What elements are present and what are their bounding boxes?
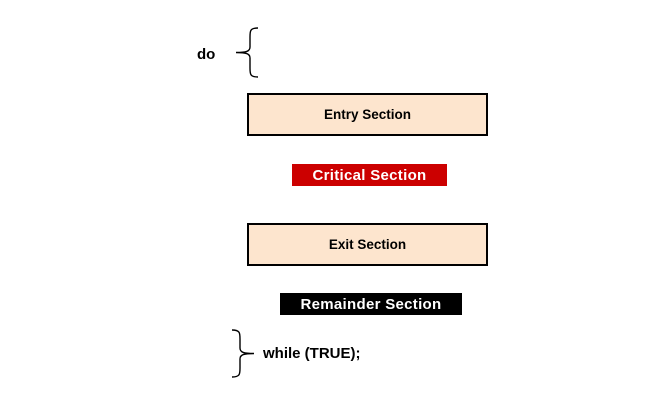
remainder-section-bar: Remainder Section xyxy=(280,293,462,315)
do-keyword-label: do xyxy=(197,46,216,63)
exit-section-label: Exit Section xyxy=(328,237,407,252)
entry-section-box: Entry Section xyxy=(247,93,488,136)
remainder-section-label: Remainder Section xyxy=(300,295,442,313)
while-statement-label: while (TRUE); xyxy=(263,345,361,362)
closing-brace-icon xyxy=(231,329,255,378)
critical-section-bar: Critical Section xyxy=(292,164,447,186)
critical-section-label: Critical Section xyxy=(312,166,427,184)
exit-section-box: Exit Section xyxy=(247,223,488,266)
opening-brace-icon xyxy=(235,27,259,78)
entry-section-label: Entry Section xyxy=(323,107,412,122)
